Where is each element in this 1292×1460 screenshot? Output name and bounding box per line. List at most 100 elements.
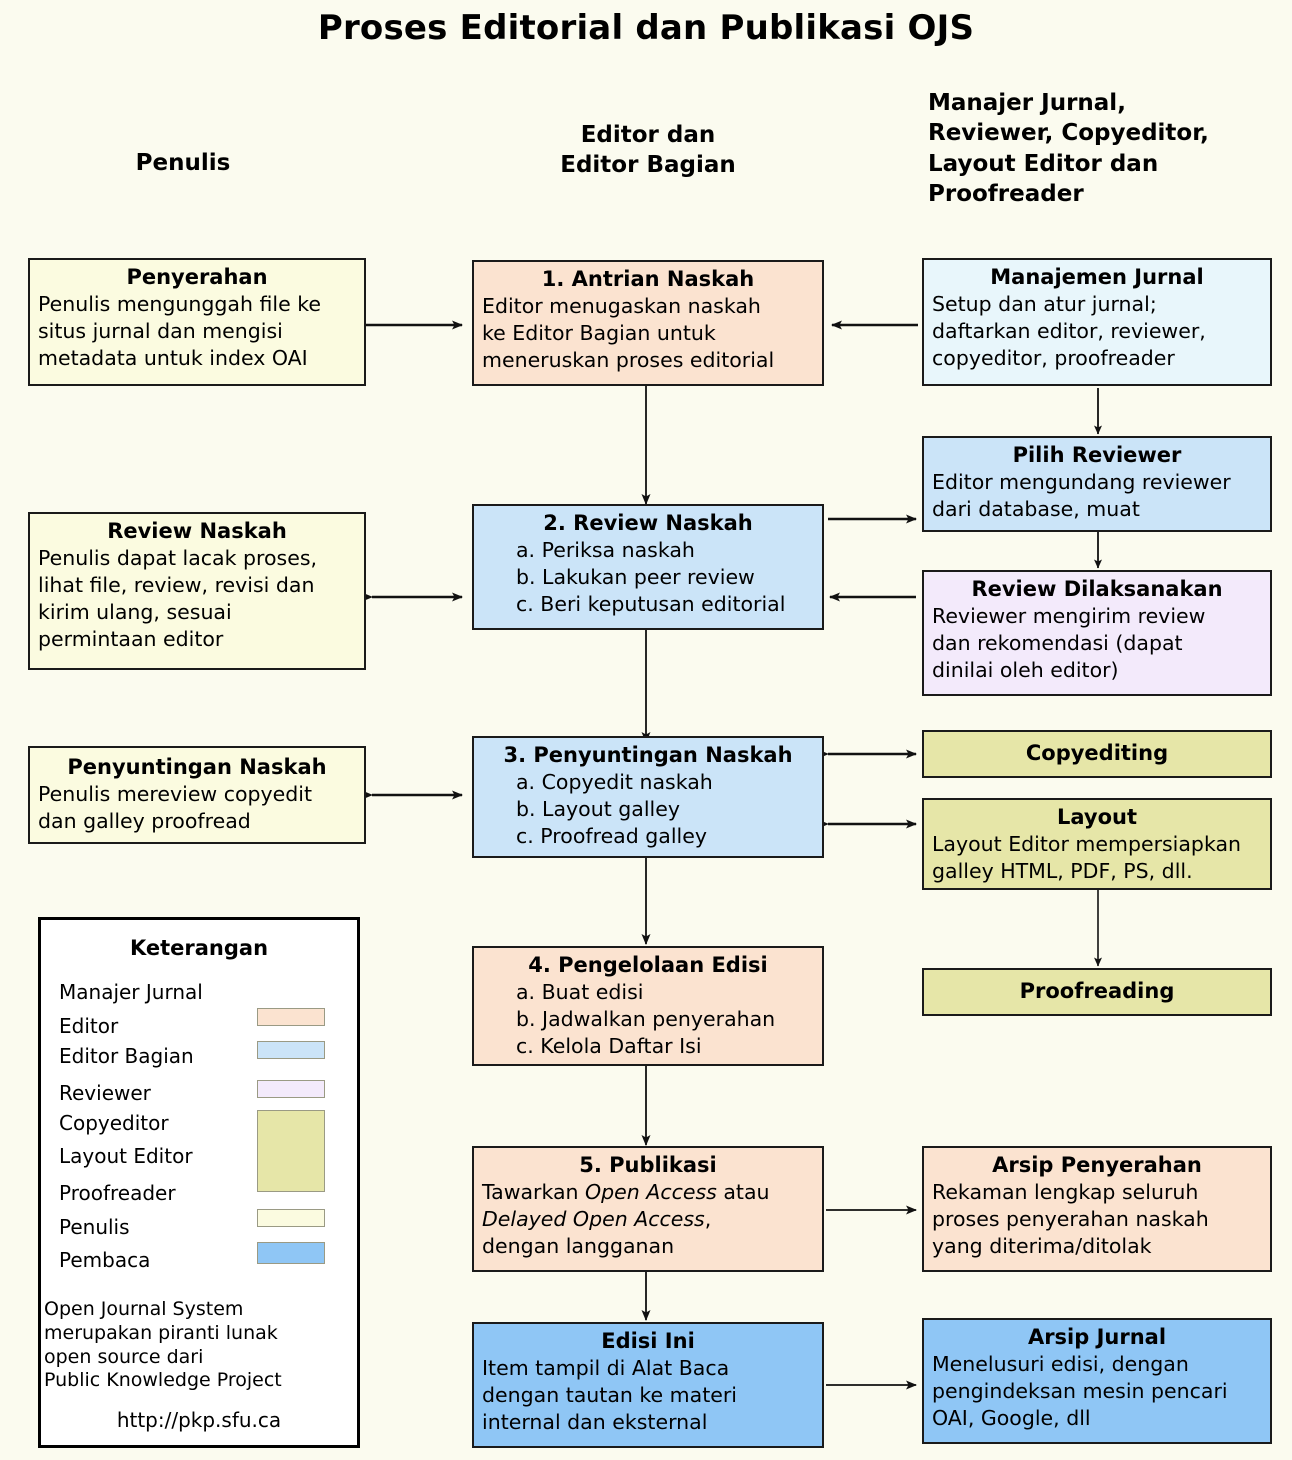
box-layout-title: Layout [1056, 805, 1137, 829]
box-review-naskah-line-a: a. Periksa naskah [516, 538, 695, 563]
legend-label-copyeditor: Copyeditor [59, 1111, 169, 1135]
box-pilih-reviewer-title: Pilih Reviewer [1012, 443, 1182, 467]
box-review-naskah-penulis-line-1: Penulis dapat lacak proses, [38, 546, 318, 571]
box-review-dilaksanakan-line-1: Reviewer mengirim review [932, 604, 1206, 629]
box-review-naskah[interactable]: 2. Review Naskah a. Periksa naskah b. La… [472, 504, 824, 630]
legend-swatch-reviewer [257, 1080, 325, 1098]
box-arsip-jurnal[interactable]: Arsip Jurnal Menelusuri edisi, dengan pe… [922, 1318, 1272, 1444]
box-review-naskah-penulis[interactable]: Review Naskah Penulis dapat lacak proses… [28, 512, 366, 670]
box-review-dilaksanakan[interactable]: Review Dilaksanakan Reviewer mengirim re… [922, 570, 1272, 696]
legend-label-layout-editor: Layout Editor [59, 1144, 193, 1168]
box-publikasi-line-3: dengan langganan [482, 1234, 675, 1259]
box-manajemen-line-2: daftarkan editor, reviewer, [932, 319, 1206, 344]
box-penyuntingan-naskah[interactable]: 3. Penyuntingan Naskah a. Copyedit naska… [472, 736, 824, 858]
box-pilih-reviewer-line-1: Editor mengundang reviewer [932, 470, 1231, 495]
box-penyuntingan-naskah-line-a: a. Copyedit naskah [516, 770, 713, 795]
box-antrian-line-1: Editor menugaskan naskah [482, 294, 761, 319]
box-arsip-jurnal-line-2: pengindeksan mesin pencari [932, 1379, 1228, 1404]
legend-url[interactable]: http://pkp.sfu.ca [116, 1408, 282, 1432]
box-pengelolaan-title: 4. Pengelolaan Edisi [528, 953, 768, 977]
box-arsip-jurnal-title: Arsip Jurnal [1027, 1325, 1167, 1349]
box-edisi-ini-title: Edisi Ini [601, 1329, 695, 1353]
box-publikasi-title: 5. Publikasi [579, 1153, 717, 1177]
box-layout[interactable]: Layout Layout Editor mempersiapkan galle… [922, 798, 1272, 890]
box-review-naskah-penulis-title: Review Naskah [107, 519, 287, 543]
legend-note-line-3: open source dari [44, 1345, 204, 1368]
box-pengelolaan-line-b: b. Jadwalkan penyerahan [516, 1007, 776, 1032]
box-review-naskah-line-b: b. Lakukan peer review [516, 565, 755, 590]
box-review-dilaksanakan-line-2: dan rekomendasi (dapat [932, 631, 1183, 656]
legend-swatch-production [257, 1110, 325, 1192]
box-pengelolaan-line-a: a. Buat edisi [516, 980, 644, 1005]
box-edisi-ini[interactable]: Edisi Ini Item tampil di Alat Baca denga… [472, 1322, 824, 1448]
box-review-naskah-penulis-line-3: kirim ulang, sesuai [38, 600, 232, 625]
box-manajemen-jurnal[interactable]: Manajemen Jurnal Setup dan atur jurnal; … [922, 258, 1272, 386]
box-layout-line-1: Layout Editor mempersiapkan [932, 832, 1242, 857]
box-penyerahan[interactable]: Penyerahan Penulis mengunggah file ke si… [28, 258, 366, 386]
legend-label-proofreader: Proofreader [59, 1181, 176, 1205]
box-penyuntingan-naskah-line-b: b. Layout galley [516, 797, 680, 822]
legend-panel: Keterangan Manajer Jurnal Editor Editor … [38, 917, 360, 1448]
box-edisi-ini-line-3: internal dan eksternal [482, 1410, 708, 1435]
legend-swatch-editor [257, 1008, 325, 1026]
box-arsip-penyerahan-line-2: proses penyerahan naskah [932, 1207, 1209, 1232]
box-review-dilaksanakan-line-3: dinilai oleh editor) [932, 658, 1119, 683]
column-header-others: Manajer Jurnal,Reviewer, Copyeditor,Layo… [928, 90, 1209, 208]
box-review-dilaksanakan-title: Review Dilaksanakan [971, 577, 1223, 601]
legend-swatch-penulis [257, 1209, 325, 1227]
legend-label-manajer-jurnal: Manajer Jurnal [59, 980, 203, 1004]
legend-label-reviewer: Reviewer [59, 1081, 151, 1105]
box-penyuntingan-penulis[interactable]: Penyuntingan Naskah Penulis mereview cop… [28, 746, 366, 844]
box-antrian-title: 1. Antrian Naskah [541, 267, 755, 291]
legend-note-line-4: Public Knowledge Project [44, 1369, 282, 1392]
box-antrian-line-3: meneruskan proses editorial [482, 348, 775, 373]
legend-label-pembaca: Pembaca [59, 1248, 151, 1272]
box-pengelolaan-edisi[interactable]: 4. Pengelolaan Edisi a. Buat edisi b. Ja… [472, 946, 824, 1066]
box-publikasi[interactable]: 5. Publikasi Tawarkan Open Access atau D… [472, 1146, 824, 1272]
box-pengelolaan-line-c: c. Kelola Daftar Isi [516, 1034, 702, 1059]
box-arsip-jurnal-line-1: Menelusuri edisi, dengan [932, 1352, 1189, 1377]
box-review-naskah-title: 2. Review Naskah [543, 511, 753, 535]
box-review-naskah-penulis-line-4: permintaan editor [38, 627, 224, 652]
box-review-naskah-line-c: c. Beri keputusan editorial [516, 592, 786, 617]
box-arsip-penyerahan-line-3: yang diterima/ditolak [932, 1234, 1152, 1259]
box-antrian-line-2: ke Editor Bagian untuk [482, 321, 716, 346]
box-penyerahan-title: Penyerahan [126, 265, 268, 289]
box-proofreading[interactable]: Proofreading [922, 968, 1272, 1016]
box-penyuntingan-naskah-title: 3. Penyuntingan Naskah [503, 743, 793, 767]
box-pilih-reviewer[interactable]: Pilih Reviewer Editor mengundang reviewe… [922, 436, 1272, 532]
box-publikasi-line-1: Tawarkan Open Access atau [482, 1180, 770, 1205]
box-arsip-penyerahan-line-1: Rekaman lengkap seluruh [932, 1180, 1199, 1205]
box-edisi-ini-line-2: dengan tautan ke materi [482, 1383, 737, 1408]
legend-swatch-editor-bagian [257, 1041, 325, 1059]
box-copyediting-title: Copyediting [1025, 740, 1169, 765]
box-copyediting[interactable]: Copyediting [922, 730, 1272, 778]
box-arsip-penyerahan-title: Arsip Penyerahan [992, 1153, 1202, 1177]
box-manajemen-line-3: copyeditor, proofreader [932, 346, 1175, 371]
legend-label-editor: Editor [59, 1014, 119, 1038]
box-antrian-naskah[interactable]: 1. Antrian Naskah Editor menugaskan nask… [472, 260, 824, 386]
box-arsip-penyerahan[interactable]: Arsip Penyerahan Rekaman lengkap seluruh… [922, 1146, 1272, 1272]
box-layout-line-2: galley HTML, PDF, PS, dll. [932, 859, 1193, 884]
box-proofreading-title: Proofreading [1019, 978, 1175, 1003]
legend-note: Open Journal System merupakan piranti lu… [44, 1298, 282, 1393]
page-title: Proses Editorial dan Publikasi OJS [317, 8, 975, 48]
box-penyuntingan-penulis-line-2: dan galley proofread [38, 809, 251, 834]
box-arsip-jurnal-line-3: OAI, Google, dll [932, 1406, 1091, 1431]
column-header-author: Penulis [135, 150, 231, 176]
legend-note-line-1: Open Journal System [44, 1298, 244, 1320]
legend-label-penulis: Penulis [59, 1215, 130, 1239]
legend-title: Keterangan [129, 936, 269, 960]
box-review-naskah-penulis-line-2: lihat file, review, revisi dan [38, 573, 315, 598]
box-penyuntingan-penulis-title: Penyuntingan Naskah [67, 754, 327, 779]
legend-label-editor-bagian: Editor Bagian [59, 1044, 194, 1068]
box-manajemen-line-1: Setup dan atur jurnal; [932, 292, 1157, 317]
box-penyerahan-line-1: Penulis mengunggah file ke [38, 292, 321, 317]
box-manajemen-title: Manajemen Jurnal [990, 265, 1204, 289]
box-penyuntingan-naskah-line-c: c. Proofread galley [516, 824, 707, 849]
box-edisi-ini-line-1: Item tampil di Alat Baca [482, 1356, 730, 1381]
box-penyuntingan-penulis-line-1: Penulis mereview copyedit [38, 782, 313, 807]
box-pilih-reviewer-line-2: dari database, muat [932, 497, 1140, 522]
